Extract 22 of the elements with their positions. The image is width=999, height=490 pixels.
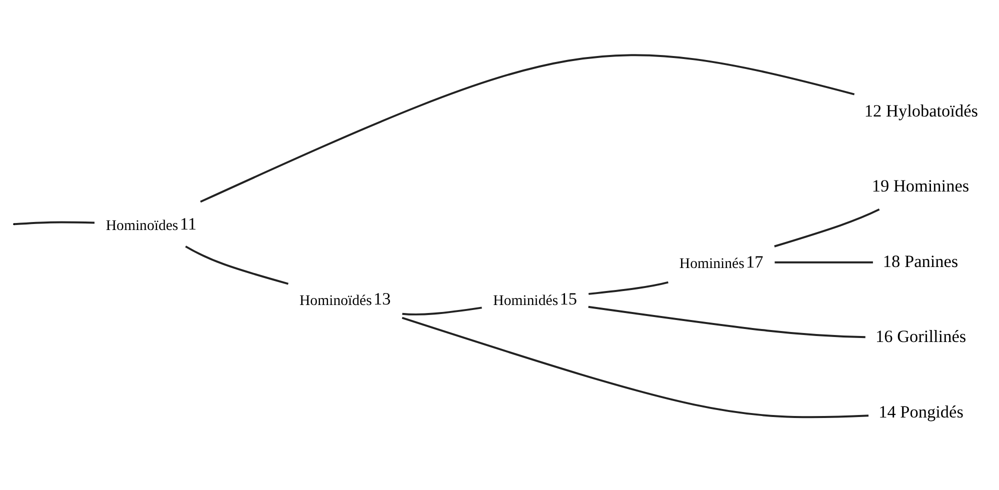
- connector: [774, 261, 873, 264]
- node-label: Homininés: [679, 256, 744, 272]
- connector: [588, 306, 866, 338]
- node-text: 19 Hominines: [872, 176, 970, 196]
- node-text: 14 Pongidés: [878, 402, 964, 422]
- node-text: 16 Gorillinés: [876, 327, 966, 346]
- node-text: 18 Panines: [882, 252, 958, 271]
- connector: [402, 306, 482, 316]
- node-text: 12 Hylobatoïdés: [864, 101, 978, 120]
- connector: [14, 221, 95, 226]
- connector: [402, 316, 869, 418]
- connector: [200, 54, 855, 203]
- node-text: 13: [374, 290, 391, 309]
- node-text: 11: [180, 214, 196, 234]
- connector: [774, 208, 880, 248]
- node-text: 17: [746, 252, 764, 272]
- node-text: 15: [560, 290, 578, 309]
- connector: [185, 246, 288, 285]
- node-label: Hominidés: [493, 293, 558, 310]
- connector: [588, 281, 668, 295]
- node-label: Hominoïdes: [106, 218, 178, 234]
- node-label: Hominoïdés: [300, 293, 372, 310]
